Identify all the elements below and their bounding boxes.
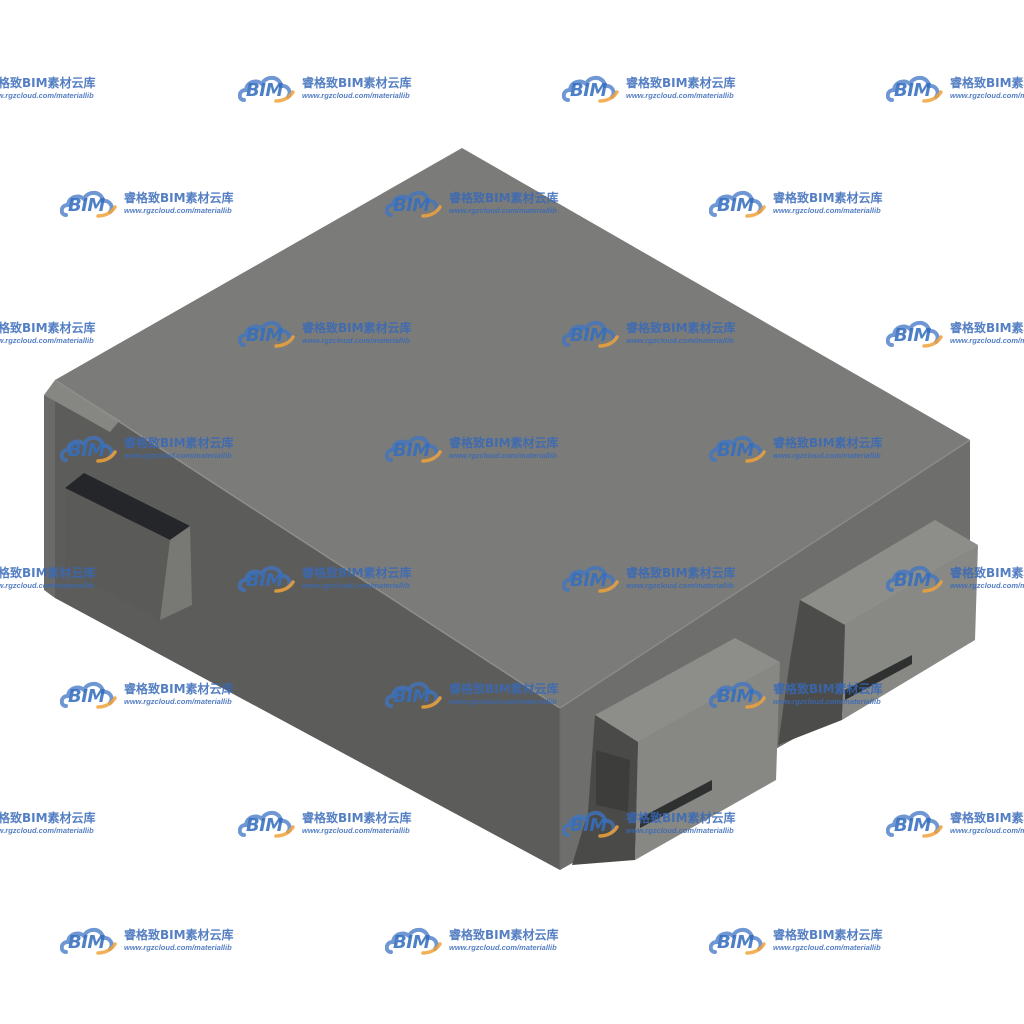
left-slot-floor — [65, 488, 170, 620]
block-left-face — [55, 380, 560, 870]
block-left-lip-top — [44, 380, 120, 432]
top-front-edge — [54, 379, 561, 709]
right-tab-side — [778, 600, 845, 745]
block-left-lip — [44, 388, 55, 598]
top-right-edge — [559, 439, 971, 709]
front-tab-top — [595, 638, 780, 742]
front-tab-groove — [640, 780, 712, 828]
block-top-face — [55, 148, 970, 708]
left-slot-opening — [65, 473, 190, 540]
left-slot-wall — [160, 526, 192, 620]
right-tab-groove — [845, 655, 912, 700]
front-tab-inner — [596, 750, 630, 812]
